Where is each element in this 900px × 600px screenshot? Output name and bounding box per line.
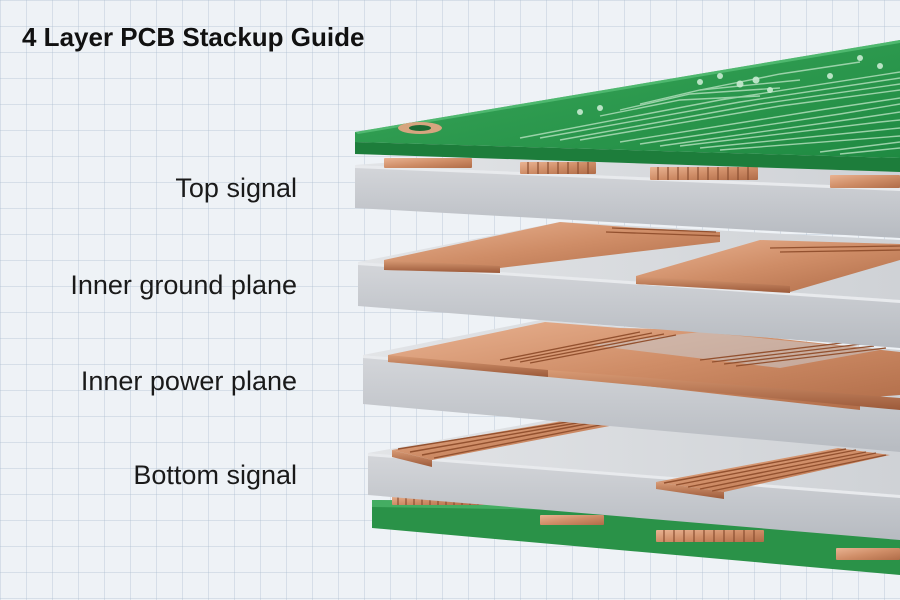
label-inner-ground-plane: Inner ground plane (70, 270, 297, 300)
bottom-signal-traces (392, 418, 890, 499)
label-inner-power-plane: Inner power plane (80, 366, 297, 396)
label-top-signal: Top signal (175, 173, 297, 203)
inner-ground-plane-copper (384, 222, 900, 293)
diagram-title: 4 Layer PCB Stackup Guide (22, 22, 365, 52)
top-core-dielectric (355, 150, 900, 238)
top-pcb-board (355, 40, 900, 172)
inner-power-plane-copper (388, 322, 900, 410)
label-bottom-signal: Bottom signal (133, 460, 297, 490)
